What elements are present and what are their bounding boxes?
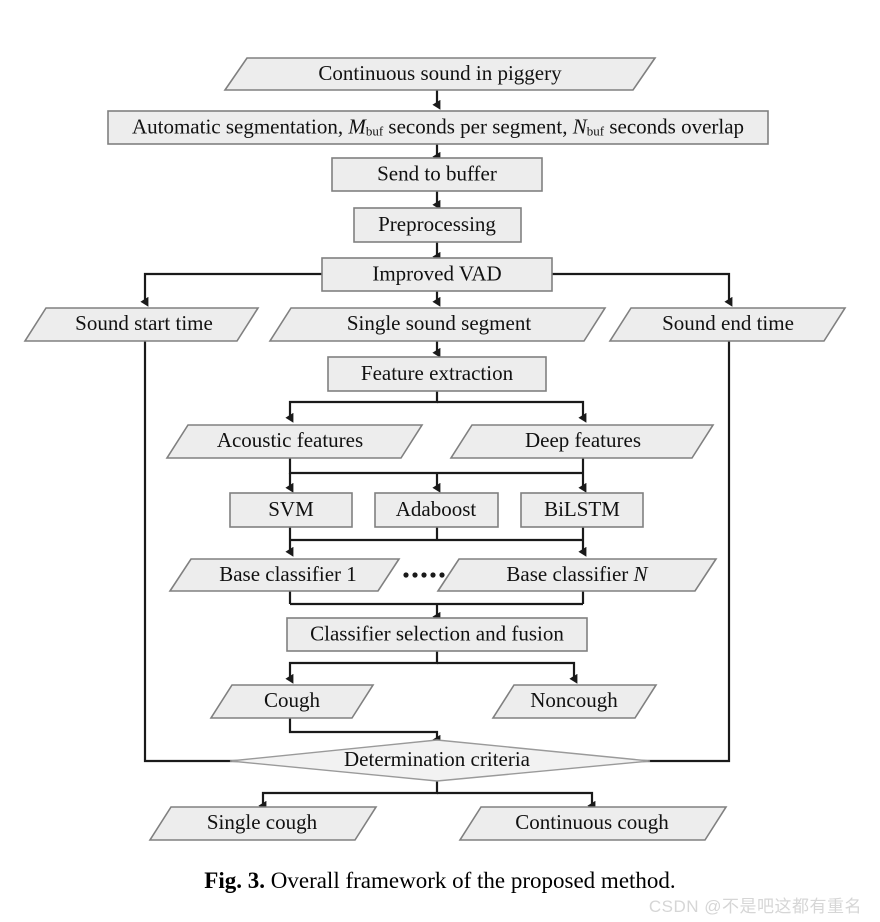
sound-end-time-shape bbox=[608, 307, 847, 342]
node-deep-features[interactable]: Deep features bbox=[449, 424, 715, 459]
edge-vad-to-start-time bbox=[140, 272, 322, 307]
edge-determination-split-right bbox=[437, 791, 596, 811]
automatic-segmentation-label: Automatic segmentation, Mbuf seconds per… bbox=[132, 114, 744, 138]
node-base-classifier-1[interactable]: Base classifier 1 bbox=[168, 558, 401, 592]
continuous-cough-label: Continuous cough bbox=[515, 810, 669, 834]
edge-fusion-split-right bbox=[437, 661, 578, 684]
node-feature-extraction[interactable]: Feature extraction bbox=[327, 356, 547, 392]
send-to-buffer-shape bbox=[331, 157, 543, 192]
watermark: CSDN @不是吧这都有重名 bbox=[648, 897, 862, 916]
node-single-cough[interactable]: Single cough bbox=[148, 806, 378, 841]
edge-determination-split-left bbox=[258, 781, 439, 811]
node-layer: Continuous sound in piggery Automatic se… bbox=[23, 57, 847, 841]
node-sound-end-time[interactable]: Sound end time bbox=[608, 307, 847, 342]
node-continuous-cough[interactable]: Continuous cough bbox=[458, 806, 728, 841]
node-send-to-buffer[interactable]: Send to buffer bbox=[331, 157, 543, 192]
ellipsis-dots bbox=[403, 572, 454, 578]
improved-vad-shape bbox=[321, 257, 553, 292]
noncough-label: Noncough bbox=[530, 688, 618, 712]
node-automatic-segmentation[interactable]: Automatic segmentation, Mbuf seconds per… bbox=[107, 110, 769, 145]
cough-label: Cough bbox=[264, 688, 321, 712]
classifier-selection-shape bbox=[286, 617, 588, 652]
adaboost-shape bbox=[374, 492, 499, 528]
node-bilstm[interactable]: BiLSTM bbox=[520, 492, 644, 528]
single-cough-shape bbox=[148, 806, 378, 841]
determination-criteria-shape bbox=[229, 739, 651, 782]
adaboost-label: Adaboost bbox=[396, 497, 477, 521]
base-classifier-n-shape bbox=[436, 558, 718, 592]
feature-extraction-shape bbox=[327, 356, 547, 392]
cough-shape bbox=[209, 684, 375, 719]
node-base-classifier-n[interactable]: Base classifier N bbox=[436, 558, 718, 592]
node-noncough[interactable]: Noncough bbox=[491, 684, 658, 719]
node-improved-vad[interactable]: Improved VAD bbox=[321, 257, 553, 292]
classifier-selection-label: Classifier selection and fusion bbox=[310, 621, 564, 645]
noncough-shape bbox=[491, 684, 658, 719]
single-sound-segment-shape bbox=[268, 307, 607, 342]
figure-caption-label: Fig. 3. bbox=[204, 868, 265, 893]
continuous-sound-label: Continuous sound in piggery bbox=[318, 61, 562, 85]
figure-caption: Fig. 3. Overall framework of the propose… bbox=[0, 868, 880, 894]
bilstm-label: BiLSTM bbox=[544, 497, 620, 521]
automatic-segmentation-shape bbox=[107, 110, 769, 145]
svm-shape bbox=[229, 492, 353, 528]
node-single-sound-segment[interactable]: Single sound segment bbox=[268, 307, 607, 342]
base-classifier-n-label: Base classifier N bbox=[506, 562, 648, 586]
improved-vad-label: Improved VAD bbox=[372, 261, 501, 285]
deep-features-shape bbox=[449, 424, 715, 459]
sound-start-time-shape bbox=[23, 307, 260, 342]
node-preprocessing[interactable]: Preprocessing bbox=[353, 207, 522, 243]
edge-vad-to-end-time bbox=[552, 272, 733, 307]
feature-extraction-label: Feature extraction bbox=[361, 361, 514, 385]
send-to-buffer-label: Send to buffer bbox=[377, 161, 497, 185]
node-continuous-sound[interactable]: Continuous sound in piggery bbox=[223, 57, 657, 91]
preprocessing-label: Preprocessing bbox=[378, 212, 496, 236]
figure-caption-text: Overall framework of the proposed method… bbox=[270, 868, 676, 893]
sound-end-time-label: Sound end time bbox=[662, 311, 794, 335]
node-sound-start-time[interactable]: Sound start time bbox=[23, 307, 260, 342]
acoustic-features-shape bbox=[165, 424, 424, 459]
determination-criteria-label: Determination criteria bbox=[344, 747, 531, 771]
node-cough[interactable]: Cough bbox=[209, 684, 375, 719]
edge-feature-extraction-to-deep bbox=[437, 400, 587, 423]
node-adaboost[interactable]: Adaboost bbox=[374, 492, 499, 528]
sound-start-time-label: Sound start time bbox=[75, 311, 213, 335]
edge-acoustic-to-classifiers-trunk bbox=[288, 458, 583, 475]
base-classifier-1-shape bbox=[168, 558, 401, 592]
base-classifier-1-label: Base classifier 1 bbox=[219, 562, 357, 586]
continuous-cough-shape bbox=[458, 806, 728, 841]
edge-feature-extraction-split bbox=[285, 391, 439, 423]
deep-features-label: Deep features bbox=[525, 428, 641, 452]
single-sound-segment-label: Single sound segment bbox=[347, 311, 531, 335]
node-determination-criteria[interactable]: Determination criteria bbox=[229, 739, 651, 782]
continuous-sound-shape bbox=[223, 57, 657, 91]
bilstm-shape bbox=[520, 492, 644, 528]
node-svm[interactable]: SVM bbox=[229, 492, 353, 528]
node-classifier-selection[interactable]: Classifier selection and fusion bbox=[286, 617, 588, 652]
edge-cough-to-determination bbox=[288, 718, 441, 745]
edge-fusion-split-left bbox=[285, 651, 439, 684]
svm-label: SVM bbox=[268, 497, 314, 521]
preprocessing-shape bbox=[353, 207, 522, 243]
node-acoustic-features[interactable]: Acoustic features bbox=[165, 424, 424, 459]
acoustic-features-label: Acoustic features bbox=[217, 428, 363, 452]
single-cough-label: Single cough bbox=[207, 810, 318, 834]
